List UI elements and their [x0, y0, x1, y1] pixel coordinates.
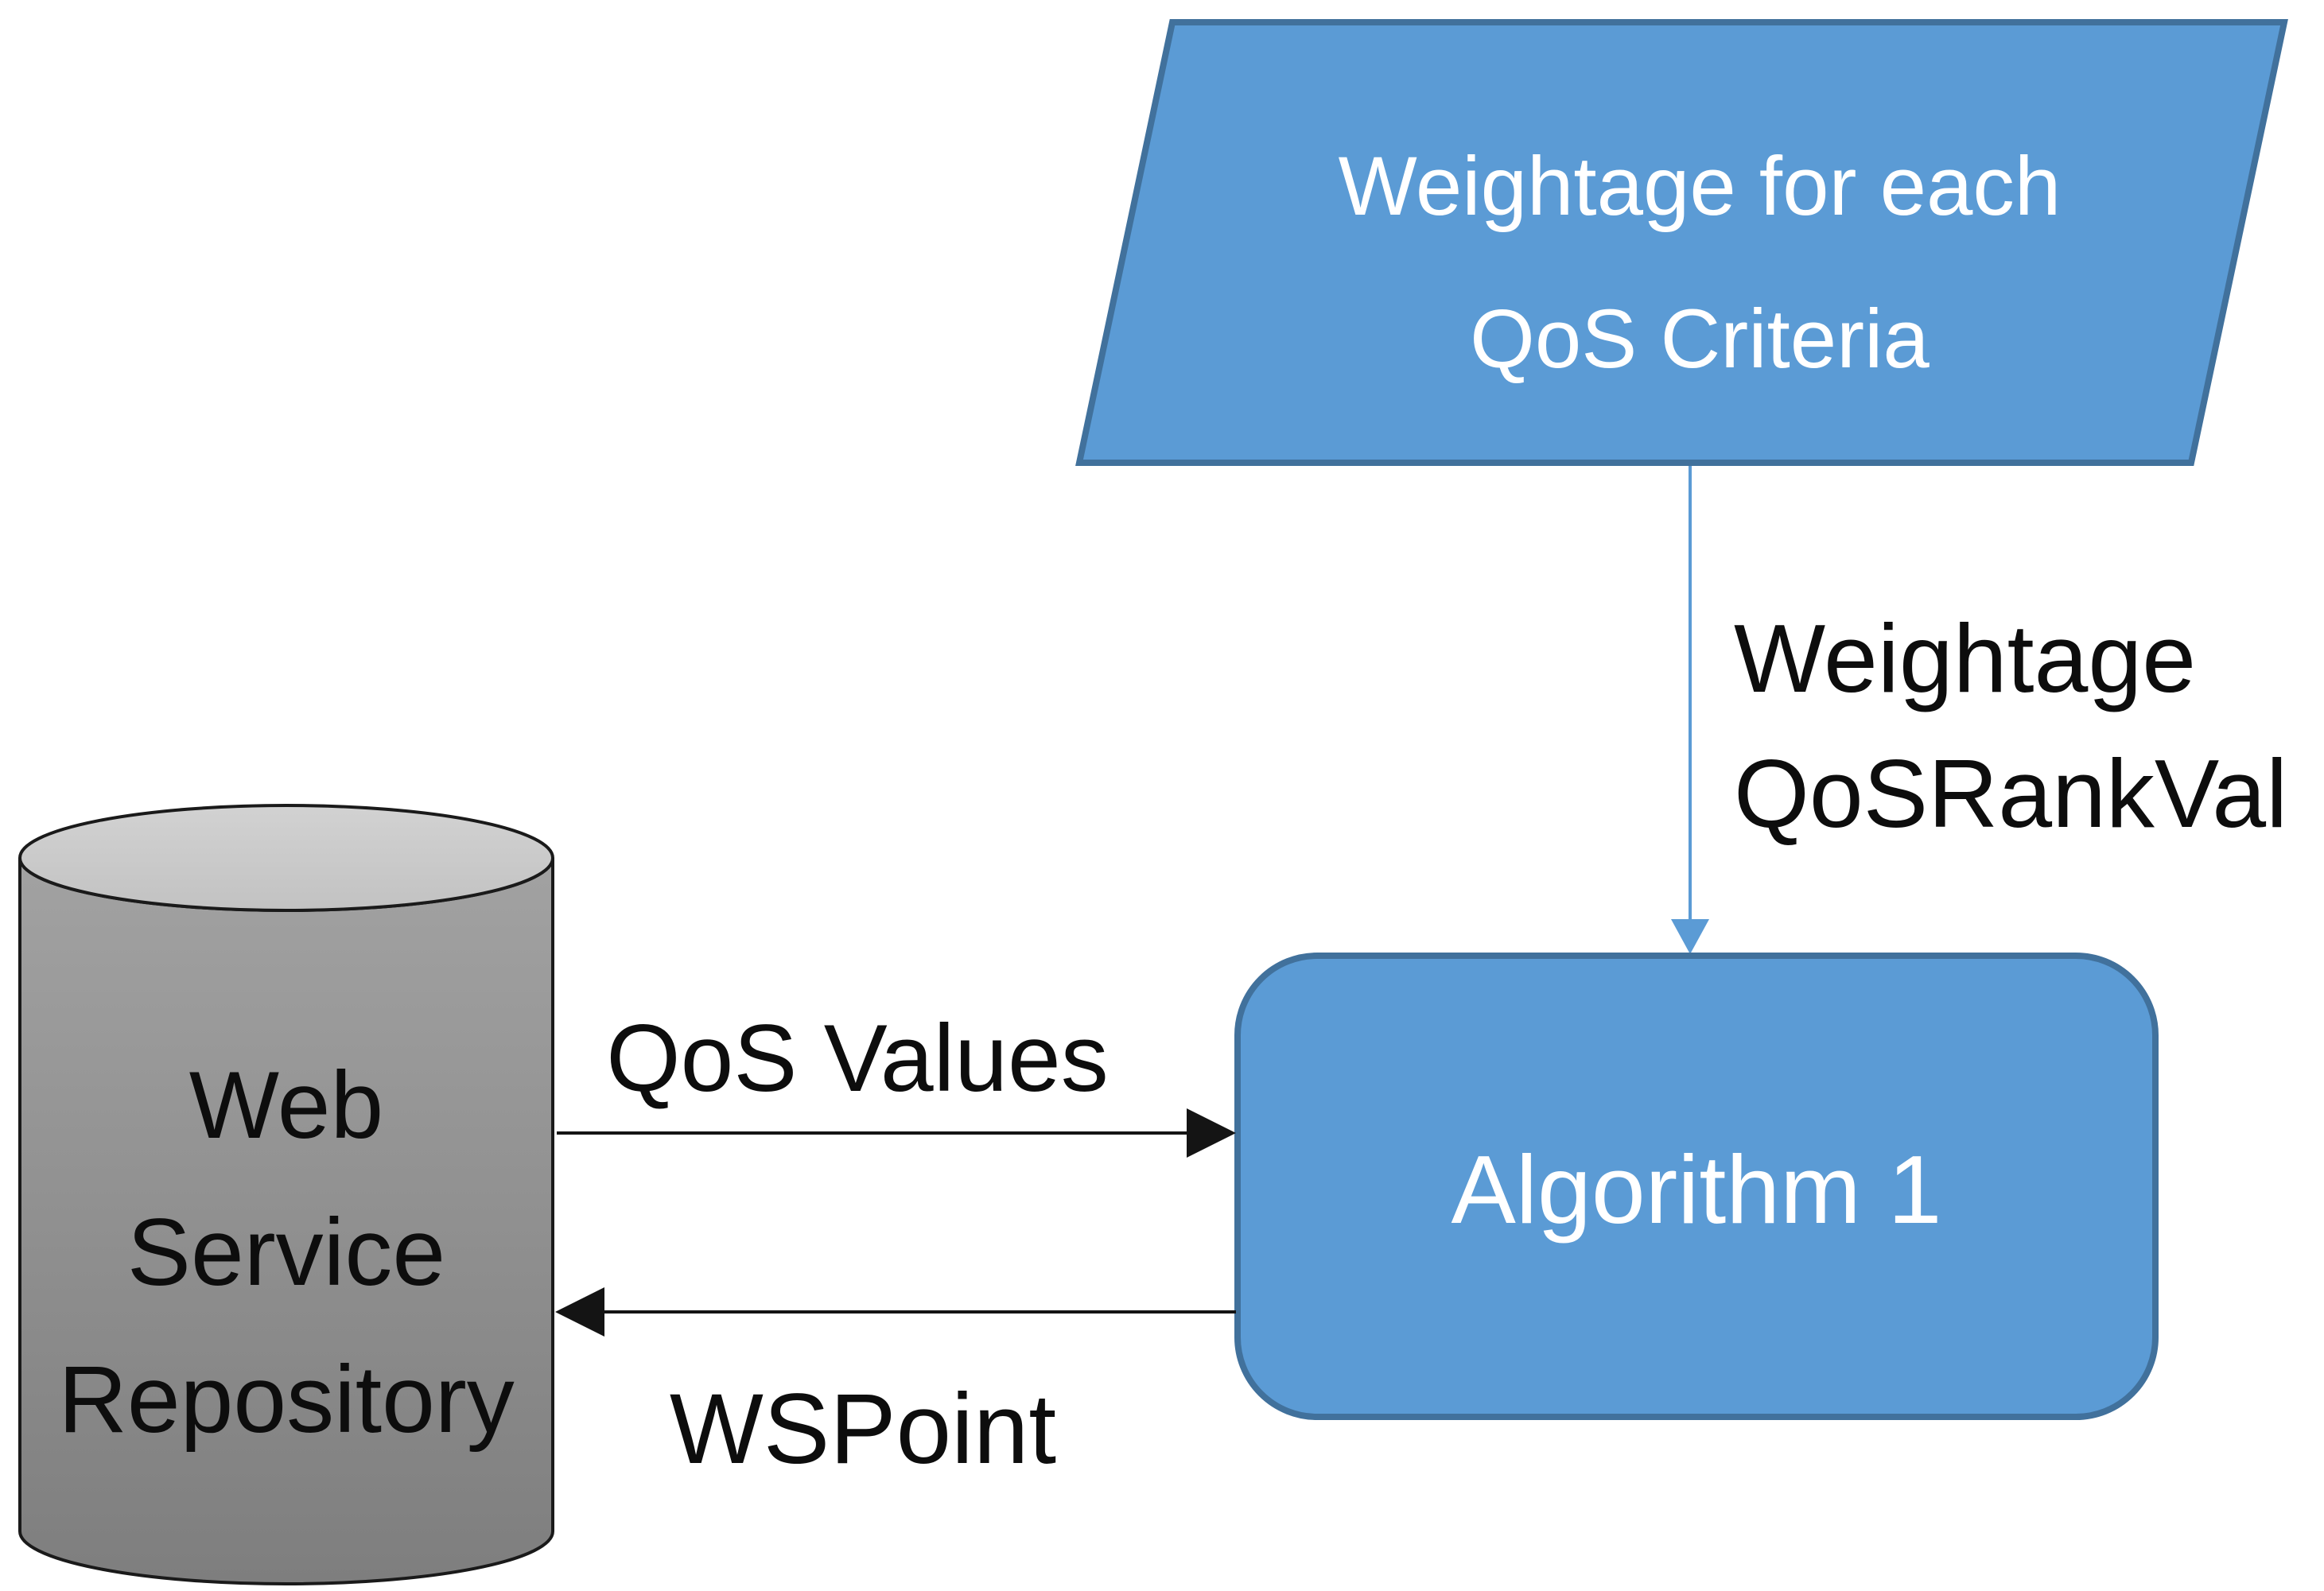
qos-values-arrowhead-icon — [1187, 1108, 1236, 1158]
weightage-arrow-label-line1: Weightage — [1734, 604, 2196, 712]
repository-cylinder-top — [18, 804, 554, 912]
repository-label-line3: Repository — [58, 1346, 515, 1453]
wspoint-label: WSPoint — [670, 1374, 1056, 1484]
repository-label-line2: Service — [127, 1199, 445, 1306]
weightage-arrow-label-line2: QoSRankVal — [1734, 739, 2287, 848]
qos-values-label: QoS Values — [606, 1005, 1108, 1112]
weightage-arrowhead-icon — [1671, 919, 1709, 954]
algorithm1-label: Algorithm 1 — [1451, 1135, 1941, 1244]
weightage-input-parallelogram — [1075, 19, 2288, 466]
wspoint-arrowhead-icon — [555, 1287, 604, 1337]
repository-label-line1: Web — [189, 1052, 384, 1158]
parallelogram-label-line1: Weightage for each — [1339, 140, 2062, 233]
algorithm1-process-box — [1234, 953, 2159, 1420]
parallelogram-label-line2: QoS Criteria — [1470, 293, 1930, 386]
